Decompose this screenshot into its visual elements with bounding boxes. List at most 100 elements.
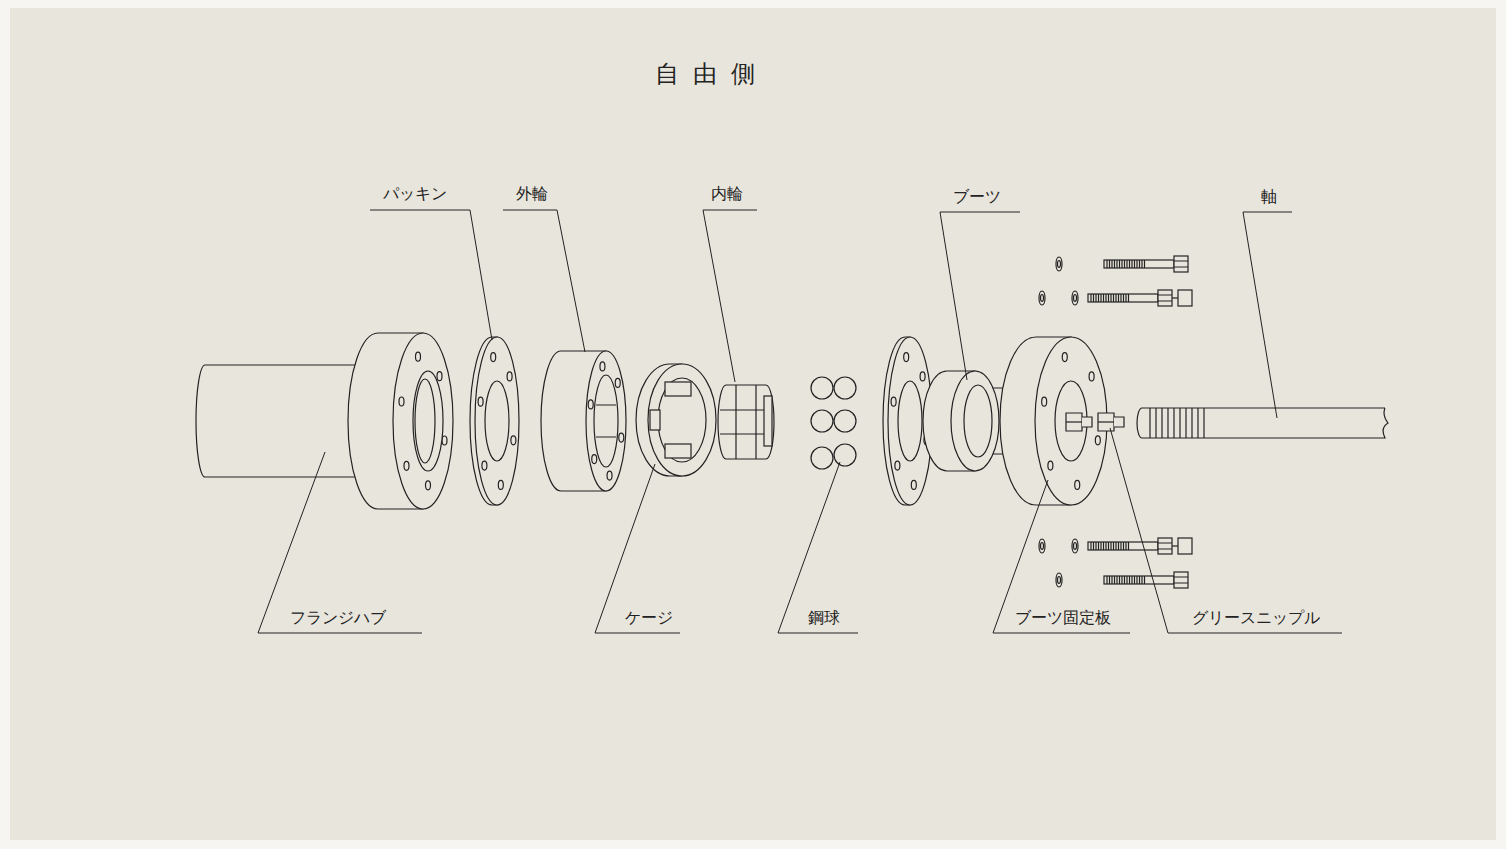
packing-hole <box>911 480 916 489</box>
leader-line <box>595 464 655 633</box>
packing-hole <box>920 372 925 381</box>
outer-ring-hole <box>607 471 612 480</box>
inner-ring-groove <box>720 385 772 459</box>
bolt-thread <box>1131 260 1132 268</box>
background <box>10 8 1496 840</box>
bolt-thread <box>1114 576 1115 584</box>
shaft-spline <box>1203 408 1204 438</box>
label-underline <box>595 633 680 634</box>
flange-hole <box>399 397 404 406</box>
boot-plate-hole <box>1042 397 1047 406</box>
bolt-thread <box>1115 542 1116 550</box>
packing-hole <box>507 372 512 381</box>
bolt-thread <box>1136 260 1137 268</box>
cage-inner <box>658 378 706 462</box>
diagram-title: 自由側 <box>655 62 769 86</box>
packing-star <box>485 381 509 461</box>
label-underline <box>703 210 757 211</box>
bolt-thread <box>1105 294 1106 302</box>
label-underline <box>778 633 858 634</box>
washer <box>1039 291 1045 305</box>
cage-face <box>648 364 716 476</box>
cage-window <box>665 444 691 458</box>
leader-line <box>557 210 585 352</box>
outer-ring-hole <box>619 433 624 442</box>
leader-line <box>940 212 967 380</box>
bolt-thread <box>1125 294 1126 302</box>
bolt-thread <box>1119 260 1120 268</box>
steel-ball <box>834 377 856 399</box>
steel-ball <box>811 377 833 399</box>
inner-ring <box>718 385 774 459</box>
leader-line <box>1243 212 1277 418</box>
flange-hole <box>437 372 442 381</box>
washer-hole <box>1041 295 1044 302</box>
part-name: 外輪 <box>516 186 548 202</box>
bolt-thread <box>1144 260 1145 268</box>
bolt-thread <box>1116 260 1117 268</box>
label-underline <box>993 633 1130 634</box>
bolt-thread <box>1090 542 1091 550</box>
boot-plate-hole <box>1095 436 1100 445</box>
grease-nipple <box>1066 413 1082 431</box>
bolt-thread <box>1134 576 1135 584</box>
bolt-thread <box>1128 294 1129 302</box>
washer-hole <box>1074 295 1077 302</box>
leader-line <box>258 452 325 633</box>
bolt-thread <box>1120 294 1121 302</box>
inner-ring-spline <box>764 396 772 446</box>
label-underline <box>370 210 470 211</box>
flange-hole <box>425 481 430 490</box>
bolt-thread <box>1113 542 1114 550</box>
bolt-shank <box>1104 576 1174 584</box>
bolt-head-edge <box>1174 261 1188 267</box>
bolt-thread <box>1105 542 1106 550</box>
bolt-thread <box>1114 260 1115 268</box>
bolt-thread <box>1128 542 1129 550</box>
grease-nipple <box>1098 413 1114 431</box>
flange-bore-inner <box>415 379 435 463</box>
washer-hole <box>1041 543 1044 550</box>
bolt-head <box>1158 290 1172 306</box>
packing-hole <box>491 353 496 362</box>
grease-nipple-tip <box>1082 417 1092 427</box>
bolt-thread <box>1125 542 1126 550</box>
boot-inner <box>964 385 992 457</box>
outer-ring-groove <box>596 405 616 437</box>
bolt-thread <box>1123 294 1124 302</box>
label-underline <box>940 212 1020 213</box>
leader-line <box>703 210 735 382</box>
bolt-thread <box>1098 294 1099 302</box>
leader-line <box>1110 428 1168 633</box>
packing-hole <box>904 353 909 362</box>
bolt-thread <box>1116 576 1117 584</box>
outer-ring-face <box>586 351 626 491</box>
packing-face <box>475 337 519 505</box>
bolt-thread <box>1121 576 1122 584</box>
washer <box>1039 539 1045 553</box>
bolt-thread <box>1103 542 1104 550</box>
part-name: パッキン <box>383 186 447 202</box>
bolt-thread <box>1129 576 1130 584</box>
outer-ring-bore <box>594 375 618 467</box>
part-name: 軸 <box>1261 189 1277 205</box>
packing-hole <box>891 397 896 406</box>
bolt-thread <box>1118 294 1119 302</box>
bolt-thread <box>1118 542 1119 550</box>
packing-hole <box>895 461 900 470</box>
shaft-spline <box>1191 408 1192 438</box>
bolt-thread <box>1121 260 1122 268</box>
bolt-thread <box>1111 576 1112 584</box>
boot-plate-hole <box>1062 353 1067 362</box>
bolt-thread <box>1108 294 1109 302</box>
boot-face <box>951 371 999 471</box>
bolt-thread <box>1134 260 1135 268</box>
washer-hole <box>1058 577 1061 584</box>
bolt-thread <box>1144 576 1145 584</box>
part-name: ブーツ固定板 <box>1015 610 1111 626</box>
bolt-thread <box>1110 294 1111 302</box>
bolt-thread <box>1126 576 1127 584</box>
flange-hole <box>404 461 409 470</box>
bolt-thread <box>1093 294 1094 302</box>
